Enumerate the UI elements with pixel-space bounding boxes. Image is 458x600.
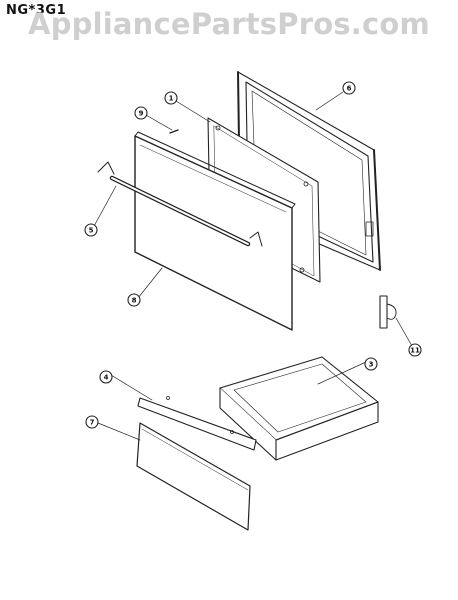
model-number: NG*3G1 bbox=[6, 3, 67, 18]
svg-text:4: 4 bbox=[104, 374, 109, 382]
callout-3: 3 bbox=[364, 357, 378, 371]
svg-text:5: 5 bbox=[89, 227, 94, 235]
callout-7: 7 bbox=[85, 415, 99, 429]
callout-11: 11 bbox=[408, 343, 422, 357]
svg-text:6: 6 bbox=[347, 85, 352, 93]
drawer-front-panel bbox=[136, 422, 251, 531]
leader-lines bbox=[92, 91, 413, 441]
callout-6: 6 bbox=[342, 81, 356, 95]
door-handle bbox=[97, 161, 263, 247]
callout-5: 5 bbox=[84, 223, 98, 237]
svg-text:9: 9 bbox=[139, 110, 144, 118]
watermark: AppliancePartsPros.com bbox=[28, 7, 430, 41]
drawer-box bbox=[219, 356, 379, 461]
front-door-panel bbox=[134, 131, 296, 331]
callout-1: 1 bbox=[164, 91, 178, 105]
svg-text:8: 8 bbox=[132, 297, 137, 305]
callout-8: 8 bbox=[127, 293, 141, 307]
door-hinge bbox=[379, 295, 397, 329]
svg-text:7: 7 bbox=[90, 419, 95, 427]
svg-text:3: 3 bbox=[369, 361, 374, 369]
screw bbox=[169, 129, 179, 134]
svg-text:1: 1 bbox=[169, 95, 174, 103]
callout-4: 4 bbox=[99, 370, 113, 384]
svg-text:11: 11 bbox=[410, 347, 420, 355]
drawer-bracket bbox=[137, 396, 257, 451]
callout-9: 9 bbox=[134, 106, 148, 120]
